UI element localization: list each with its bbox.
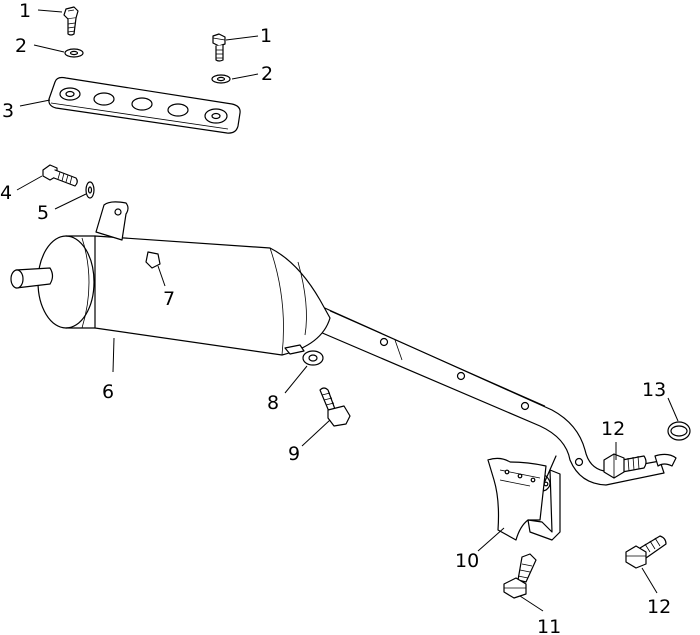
callout-4-bolt: 4 bbox=[0, 182, 12, 204]
callout-2-top-right: 2 bbox=[261, 63, 273, 85]
callout-6-muffler: 6 bbox=[102, 381, 114, 403]
callout-labels: 1 1 2 2 3 4 5 6 7 8 9 10 11 12 12 13 bbox=[0, 0, 671, 635]
callout-9-bolt: 9 bbox=[288, 443, 300, 465]
exhaust-pipe bbox=[305, 304, 677, 486]
callout-2-top-left: 2 bbox=[15, 35, 27, 57]
callout-10-bracket: 10 bbox=[455, 550, 479, 572]
washer-top-left bbox=[64, 48, 84, 58]
callout-12-bolt-lower: 12 bbox=[647, 596, 671, 618]
gasket-washer bbox=[302, 350, 324, 366]
mounting-bracket-plate bbox=[48, 76, 241, 134]
callout-5-washer: 5 bbox=[37, 202, 49, 224]
callout-13-gasket: 13 bbox=[642, 379, 666, 401]
washer-top-right bbox=[211, 74, 231, 84]
callout-12-bolt-upper: 12 bbox=[601, 418, 625, 440]
washer-small bbox=[85, 181, 95, 199]
bolt-right-lower bbox=[625, 535, 667, 569]
bolt-right-upper bbox=[603, 453, 647, 479]
bolt-long bbox=[42, 164, 78, 187]
callout-8-washer: 8 bbox=[267, 392, 279, 414]
callout-1-top-left: 1 bbox=[19, 0, 31, 22]
callout-7-nut: 7 bbox=[163, 288, 175, 310]
callout-11-bolt: 11 bbox=[537, 616, 561, 635]
heat-shield-bracket bbox=[487, 455, 561, 541]
bolt-mid bbox=[319, 387, 351, 427]
leader-lines bbox=[16, 9, 679, 612]
callout-3-bracket: 3 bbox=[2, 100, 14, 122]
bolt-top-left bbox=[63, 6, 79, 36]
callout-1-top-right: 1 bbox=[260, 25, 272, 47]
muffler-body bbox=[10, 201, 331, 356]
bolt-bottom-center bbox=[503, 553, 537, 599]
bolt-top-right bbox=[212, 33, 226, 62]
gasket-ring bbox=[667, 421, 691, 441]
